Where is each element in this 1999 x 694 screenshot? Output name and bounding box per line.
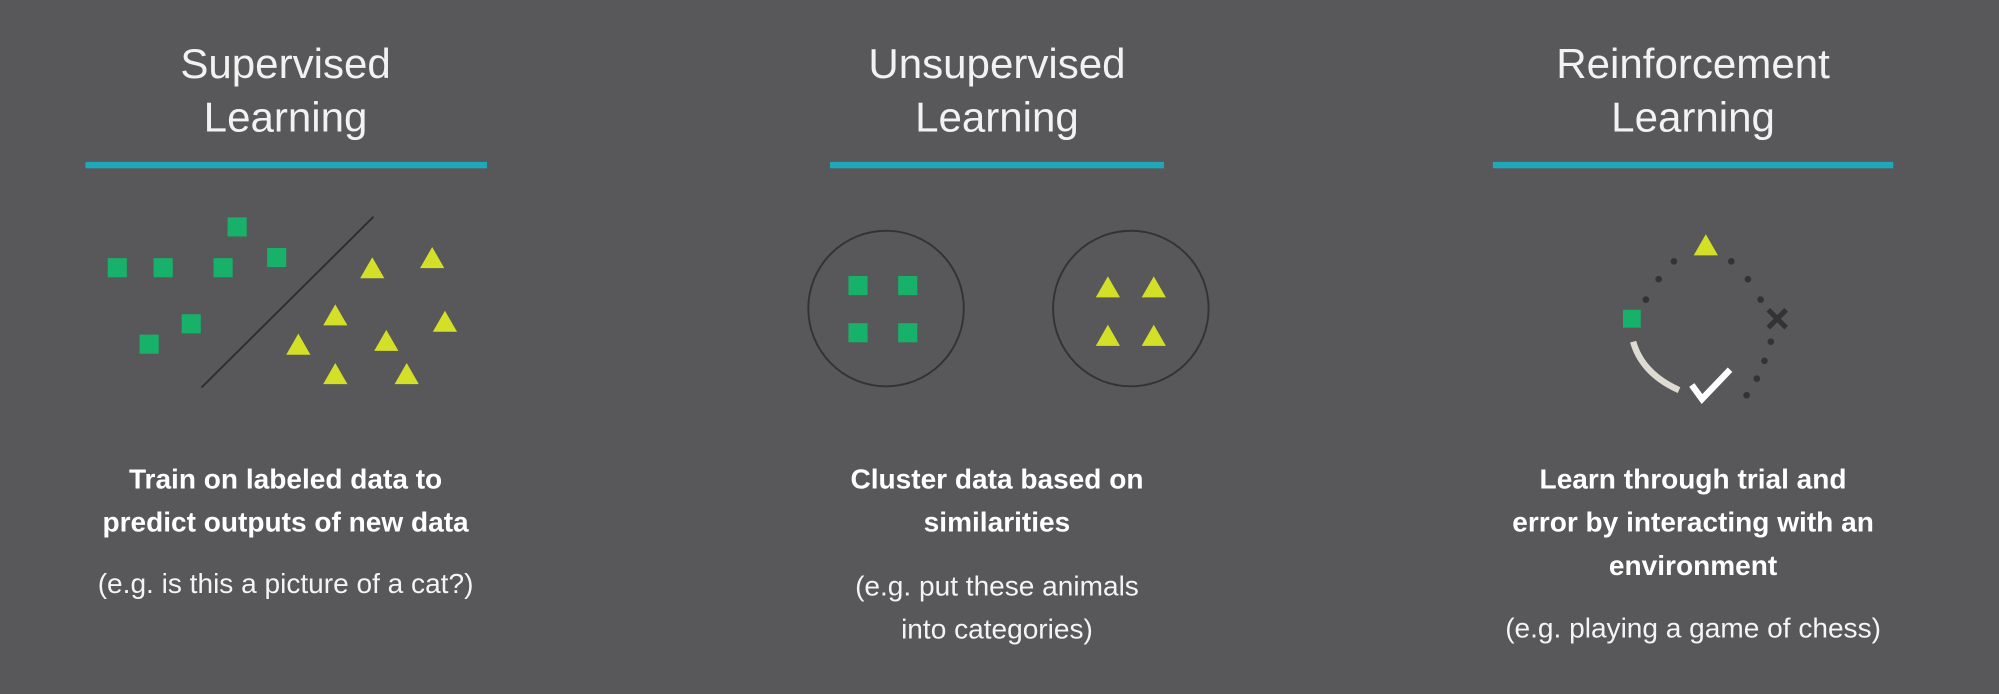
square-marker [213,258,233,278]
triangle-marker [360,257,385,279]
triangle-marker [432,310,458,332]
triangle-marker [374,329,399,351]
desc-line: predict outputs of new data [102,506,469,539]
title-line: Learning [1611,93,1775,141]
desc-line: Cluster data based on [850,462,1144,495]
progress-arc [1630,340,1681,394]
title-line: Unsupervised [868,39,1126,87]
path-dot [1753,375,1761,382]
x-icon [1766,307,1788,330]
triangle-marker [1141,276,1166,298]
unsupervised-example: (e.g. put these animals into categories) [742,565,1252,652]
square-marker [153,258,173,278]
supervised-title: Supervised Learning [31,37,541,144]
desc-line: similarities [923,506,1071,539]
title-line: Learning [915,93,1079,141]
square-marker [848,323,868,343]
triangle-marker [1095,276,1120,298]
cluster-circle [1052,229,1210,388]
accent-underline [84,161,487,169]
example-line: (e.g. put these animals [855,569,1139,602]
unsupervised-illustration [807,229,1210,388]
unsupervised-title: Unsupervised Learning [742,37,1252,144]
triangle-marker [1693,234,1718,256]
square-marker [139,334,159,354]
square-marker [227,217,247,237]
check-icon [1689,367,1733,405]
path-dot [1642,296,1650,303]
accent-underline [1492,161,1894,169]
triangle-marker [323,304,348,326]
reinforcement-title: Reinforcement Learning [1438,37,1948,144]
triangle-marker [394,363,419,385]
desc-line: Learn through trial and [1539,462,1847,495]
square-marker [107,258,127,278]
title-line: Learning [203,93,368,141]
square-marker [181,314,201,334]
path-dot [1670,258,1678,265]
reinforcement-illustration [1622,234,1788,405]
triangle-marker [420,246,445,269]
supervised-illustration [107,216,458,389]
triangle-marker [1095,324,1120,346]
square-marker [898,323,918,343]
desc-line: error by interacting with an [1512,506,1874,539]
path-dot [1655,275,1662,283]
path-dot [1743,391,1750,399]
path-dot [1757,296,1764,303]
square-marker [898,276,918,296]
supervised-description: Train on labeled data to predict outputs… [31,458,541,545]
accent-underline [829,161,1164,169]
cluster-circle [807,229,965,388]
square-marker [267,247,287,268]
path-dot [1767,338,1775,345]
reinforcement-column: Reinforcement Learning Learn through tri… [1438,0,1948,644]
square-marker [1622,309,1641,328]
title-line: Supervised [180,39,391,87]
decision-boundary [200,216,375,389]
unsupervised-description: Cluster data based on similarities [742,458,1252,545]
supervised-column: Supervised Learning Train on labeled dat… [31,0,541,599]
supervised-example: (e.g. is this a picture of a cat?) [97,567,474,600]
title-line: Reinforcement [1556,39,1830,87]
triangle-marker [1141,324,1166,346]
square-marker [848,276,868,296]
reinforcement-description: Learn through trial and error by interac… [1438,458,1948,588]
path-dot [1761,357,1768,365]
triangle-marker [323,363,348,385]
desc-line: environment [1608,549,1778,582]
triangle-marker [286,333,311,355]
reinforcement-example: (e.g. playing a game of chess) [1505,611,1881,644]
example-line: into categories) [901,613,1093,646]
unsupervised-column: Unsupervised Learning Cluster data based… [742,0,1252,645]
path-dot [1744,275,1752,283]
desc-line: Train on labeled data to [128,462,443,495]
path-dot [1727,258,1735,265]
